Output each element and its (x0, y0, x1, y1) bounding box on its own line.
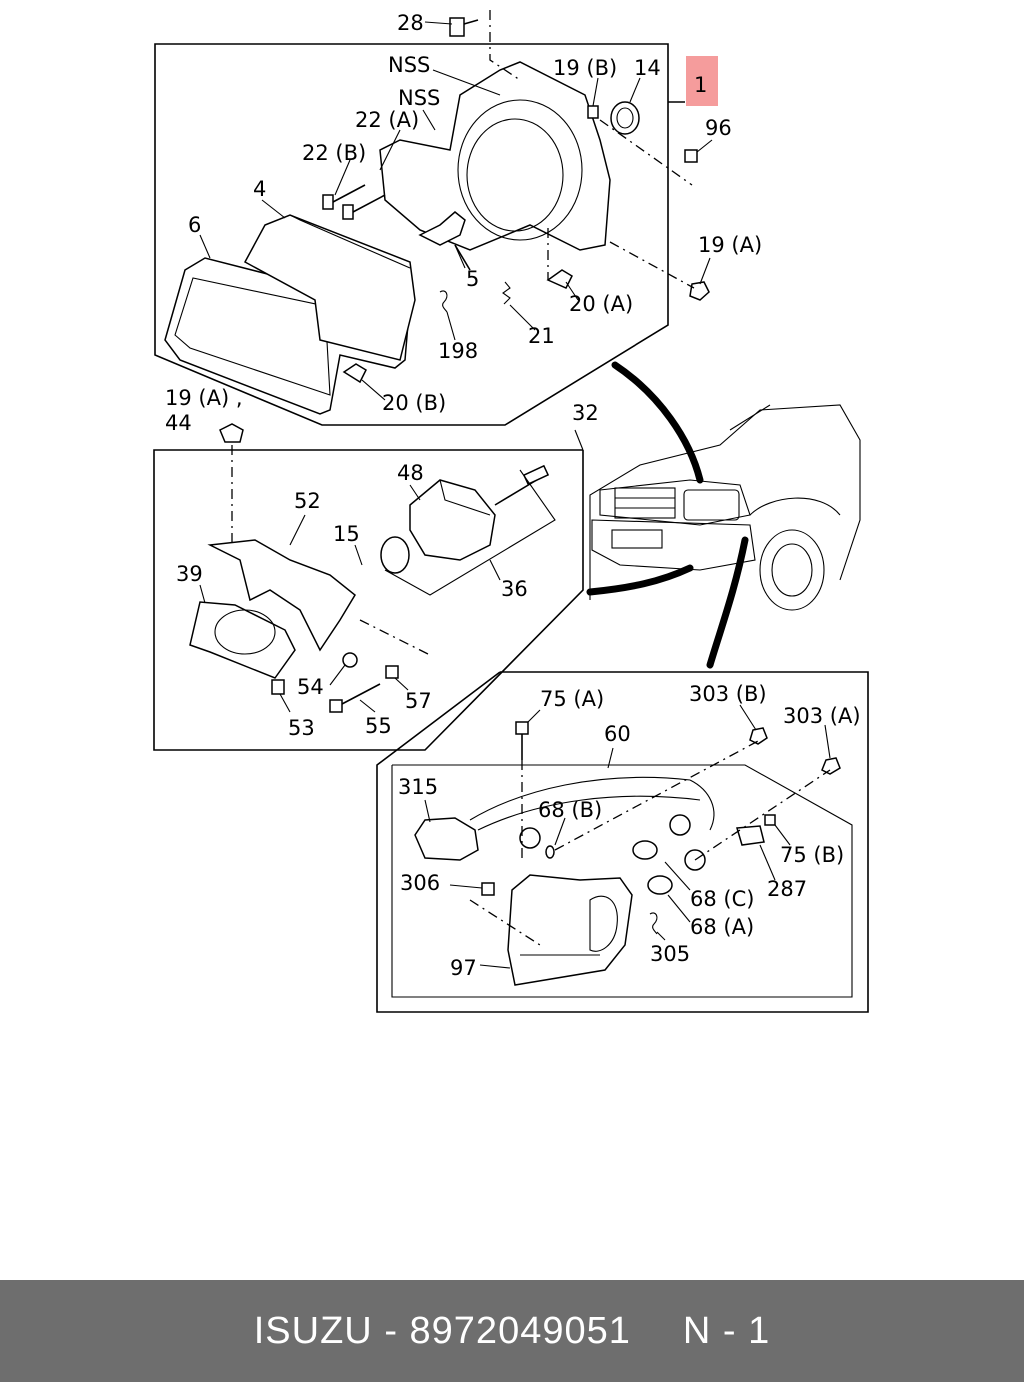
vehicle-sketch (586, 361, 861, 669)
callout-96: 96 (705, 116, 732, 140)
callout-4: 4 (253, 177, 266, 201)
callout-32: 32 (572, 401, 599, 425)
callout-306: 306 (400, 871, 440, 895)
callout-1-highlight (686, 56, 718, 106)
callout-22b: 22 (B) (302, 141, 366, 165)
callout-68c: 68 (C) (690, 887, 754, 911)
callout-75a: 75 (A) (540, 687, 604, 711)
callout-1: 1 (694, 73, 707, 97)
callout-39: 39 (176, 562, 203, 586)
footer-bar: ISUZU - 8972049051 N - 1 (0, 1280, 1024, 1382)
callout-14: 14 (634, 56, 661, 80)
fog-lamp-panel (153, 423, 584, 751)
headlamp-panel (154, 10, 713, 426)
callout-315: 315 (398, 775, 438, 799)
callout-20b: 20 (B) (382, 391, 446, 415)
callout-54: 54 (297, 675, 324, 699)
callout-53: 53 (288, 716, 315, 740)
footer-separator: - (384, 1309, 398, 1352)
callout-15: 15 (333, 522, 360, 546)
callout-nss-2: NSS (398, 86, 440, 110)
callout-44: 44 (165, 411, 192, 435)
callout-21: 21 (528, 324, 555, 348)
callout-19a-44: 19 (A) , (165, 386, 243, 410)
callout-60: 60 (604, 722, 631, 746)
callout-198: 198 (438, 339, 478, 363)
footer-page-label: N - 1 (682, 1309, 771, 1352)
callout-303a: 303 (A) (783, 704, 861, 728)
parts-diagram: 28 NSS NSS 19 (B) 14 1 96 22 (A) 22 (B) … (153, 10, 869, 1013)
callout-36: 36 (501, 577, 528, 601)
callout-303b: 303 (B) (689, 682, 767, 706)
callout-68b: 68 (B) (538, 798, 602, 822)
callout-19a-top: 19 (A) (698, 233, 762, 257)
callout-97: 97 (450, 956, 477, 980)
corner-lamp-panel (376, 671, 869, 1013)
callout-nss-1: NSS (388, 53, 430, 77)
callout-19b: 19 (B) (553, 56, 617, 80)
callout-6: 6 (188, 213, 201, 237)
footer-brand: ISUZU (253, 1309, 373, 1352)
callout-68a: 68 (A) (690, 915, 754, 939)
callout-75b: 75 (B) (780, 843, 844, 867)
callout-20a: 20 (A) (569, 292, 633, 316)
callout-5: 5 (466, 267, 479, 291)
callout-22a: 22 (A) (355, 108, 419, 132)
callout-305: 305 (650, 942, 690, 966)
footer-part-number: 8972049051 (409, 1309, 631, 1352)
callout-28: 28 (397, 11, 424, 35)
callout-287: 287 (767, 877, 807, 901)
callout-57: 57 (405, 689, 432, 713)
callout-55: 55 (365, 714, 392, 738)
callout-52: 52 (294, 489, 321, 513)
callout-48: 48 (397, 461, 424, 485)
